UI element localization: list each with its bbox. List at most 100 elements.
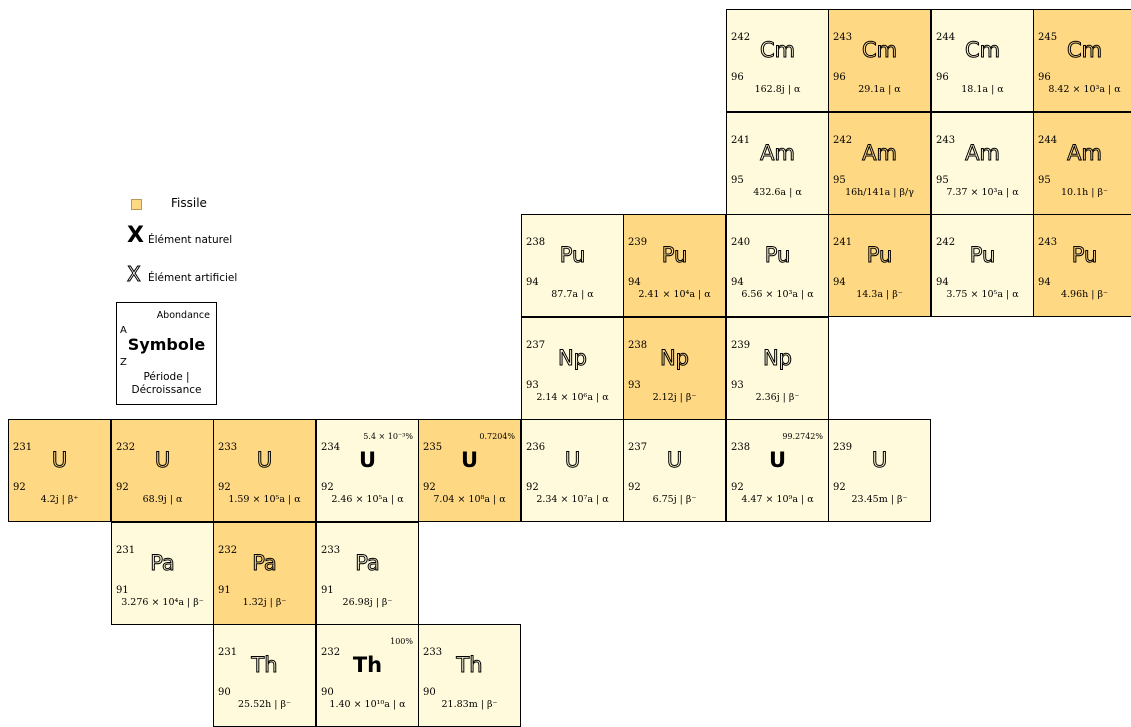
decay-info: 2.41 × 10⁴a | α	[638, 289, 711, 300]
natural-element-label: Élément naturel	[148, 234, 233, 246]
element-symbol: Am	[760, 141, 796, 165]
decay-info: 2.36j | β⁻	[755, 392, 800, 403]
mass-number: 233	[423, 647, 443, 658]
isotope-cell-th-231: 231 90 Th 25.52h | β⁻	[213, 624, 316, 727]
mass-number: 243	[833, 32, 853, 43]
mass-number: 237	[526, 340, 546, 351]
decay-info: 4.2j | β⁺	[40, 494, 79, 505]
element-symbol: Am	[1067, 141, 1103, 165]
atomic-number: 91	[218, 585, 231, 596]
mass-number: 232	[116, 442, 136, 453]
atomic-number: 92	[13, 482, 26, 493]
mass-number: 243	[936, 135, 956, 146]
mass-number: 235	[423, 442, 443, 453]
artificial-element-label: Élément artificiel	[148, 272, 238, 284]
decay-info: 14.3a | β⁻	[856, 289, 903, 300]
element-symbol: U	[666, 448, 683, 472]
element-symbol: Pa	[355, 551, 381, 575]
decay-info: 7.04 × 10⁸a | α	[433, 494, 506, 505]
decay-info: 25.52h | β⁻	[237, 699, 292, 710]
mass-number: 239	[833, 442, 853, 453]
element-symbol: Pu	[969, 243, 996, 267]
decay-info: 26.98j | β⁻	[342, 597, 393, 608]
mass-number: 238	[526, 237, 546, 248]
mass-number: 242	[833, 135, 853, 146]
decay-info: 4.96h | β⁻	[1060, 289, 1109, 300]
decay-info: 16h/141a | β/γ	[845, 187, 914, 198]
mass-number: 242	[936, 237, 956, 248]
legend-key-box: Abondance A Symbole Z Période | Décroiss…	[116, 302, 217, 405]
mass-number: 231	[218, 647, 238, 658]
mass-number: 242	[731, 32, 751, 43]
element-symbol: Np	[762, 346, 793, 370]
decay-info: 3.75 × 10⁵a | α	[946, 289, 1019, 300]
element-symbol: Cm	[1066, 38, 1103, 62]
atomic-number: 90	[218, 687, 231, 698]
abundance: 99.2742%	[782, 432, 823, 441]
atomic-number: 93	[526, 380, 539, 391]
decay-info: 1.32j | β⁻	[242, 597, 287, 608]
atomic-number: 92	[731, 482, 744, 493]
decay-info: 7.37 × 10³a | α	[946, 187, 1019, 198]
key-period: Période |	[143, 371, 190, 383]
atomic-number: 93	[731, 380, 744, 391]
element-symbol: U	[358, 448, 377, 472]
atomic-number: 94	[628, 277, 641, 288]
isotope-cell-pa-233: 233 91 Pa 26.98j | β⁻	[316, 522, 419, 625]
atomic-number: 95	[833, 175, 846, 186]
mass-number: 233	[218, 442, 238, 453]
element-symbol: U	[256, 448, 273, 472]
element-symbol: Pa	[252, 551, 278, 575]
natural-symbol-sample: X	[127, 223, 144, 248]
decay-info: 4.47 × 10⁹a | α	[741, 494, 814, 505]
mass-number: 233	[321, 545, 341, 556]
mass-number: 236	[526, 442, 546, 453]
mass-number: 239	[628, 237, 648, 248]
decay-info: 68.9j | α	[142, 494, 183, 505]
abundance: 0.7204%	[479, 432, 515, 441]
atomic-number: 90	[321, 687, 334, 698]
atomic-number: 91	[321, 585, 334, 596]
element-symbol: Th	[251, 653, 278, 677]
atomic-number: 96	[833, 72, 846, 83]
element-symbol: Pu	[866, 243, 893, 267]
atomic-number: 92	[833, 482, 846, 493]
mass-number: 232	[321, 647, 341, 658]
element-symbol: Th	[352, 653, 383, 677]
atomic-number: 92	[218, 482, 231, 493]
key-decay: Décroissance	[131, 384, 202, 397]
mass-number: 244	[1038, 135, 1058, 146]
decay-info: 2.12j | β⁻	[652, 392, 697, 403]
atomic-number: 95	[731, 175, 744, 186]
mass-number: 234	[321, 442, 341, 453]
element-symbol: Cm	[759, 38, 796, 62]
decay-info: 1.59 × 10⁵a | α	[228, 494, 301, 505]
decay-info: 2.34 × 10⁷a | α	[536, 494, 609, 505]
decay-info: 18.1a | α	[961, 84, 1004, 95]
element-symbol: Pu	[559, 243, 586, 267]
abundance: 100%	[390, 637, 413, 646]
key-abundance: Abondance	[156, 310, 210, 321]
atomic-number: 94	[1038, 277, 1051, 288]
key-mass-number: A	[120, 325, 127, 336]
atomic-number: 94	[731, 277, 744, 288]
element-symbol: Pu	[661, 243, 688, 267]
key-atomic-number: Z	[120, 357, 127, 368]
atomic-number: 93	[628, 380, 641, 391]
